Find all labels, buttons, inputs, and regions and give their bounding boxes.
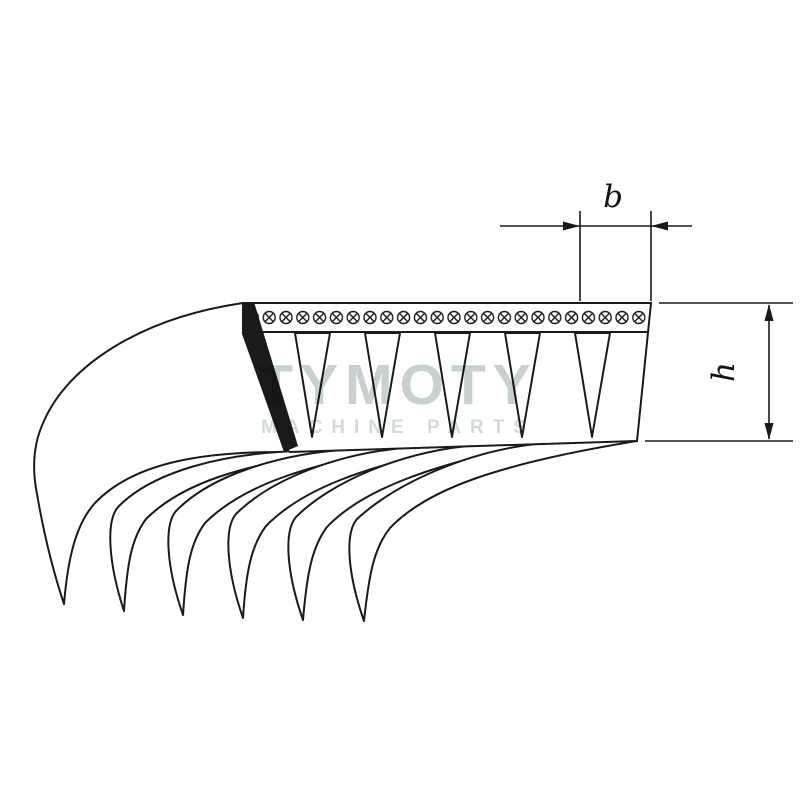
- watermark-title: TYMOTY: [258, 353, 538, 417]
- belt-bottom-edge: [289, 440, 638, 453]
- perspective-rib: [109, 449, 349, 612]
- watermark-subtitle: MACHINE PARTS: [261, 417, 535, 438]
- perspective-rib-outer: [33, 302, 291, 605]
- rib-groove-triangle: [434, 332, 471, 438]
- perspective-rib-front: [348, 440, 638, 622]
- rib-groove-triangle: [574, 332, 611, 438]
- belt-cross-section: [242, 302, 652, 453]
- perspective-rib: [287, 442, 536, 621]
- perspective-rib: [167, 446, 409, 616]
- b-arrowhead-left-icon: [563, 221, 580, 231]
- dimension-b: b: [500, 179, 692, 301]
- dimension-h: h: [645, 302, 793, 442]
- rib-groove-triangle: [504, 332, 541, 438]
- dimension-label-b: b: [603, 179, 623, 215]
- belt-right-edge: [636, 302, 652, 442]
- rib-groove-triangle: [294, 332, 331, 438]
- h-arrowhead-bottom-icon: [764, 423, 774, 440]
- belt-perspective-ribs: [33, 302, 638, 622]
- watermark: TYMOTY MACHINE PARTS: [258, 353, 538, 438]
- b-arrowhead-right-icon: [651, 221, 668, 231]
- h-arrowhead-top-icon: [764, 304, 774, 321]
- rib-groove-triangle: [364, 332, 401, 438]
- cord-band: [244, 304, 647, 331]
- perspective-rib: [227, 444, 471, 619]
- belt-left-cut-edge: [242, 302, 298, 452]
- dimension-label-h: h: [706, 362, 742, 382]
